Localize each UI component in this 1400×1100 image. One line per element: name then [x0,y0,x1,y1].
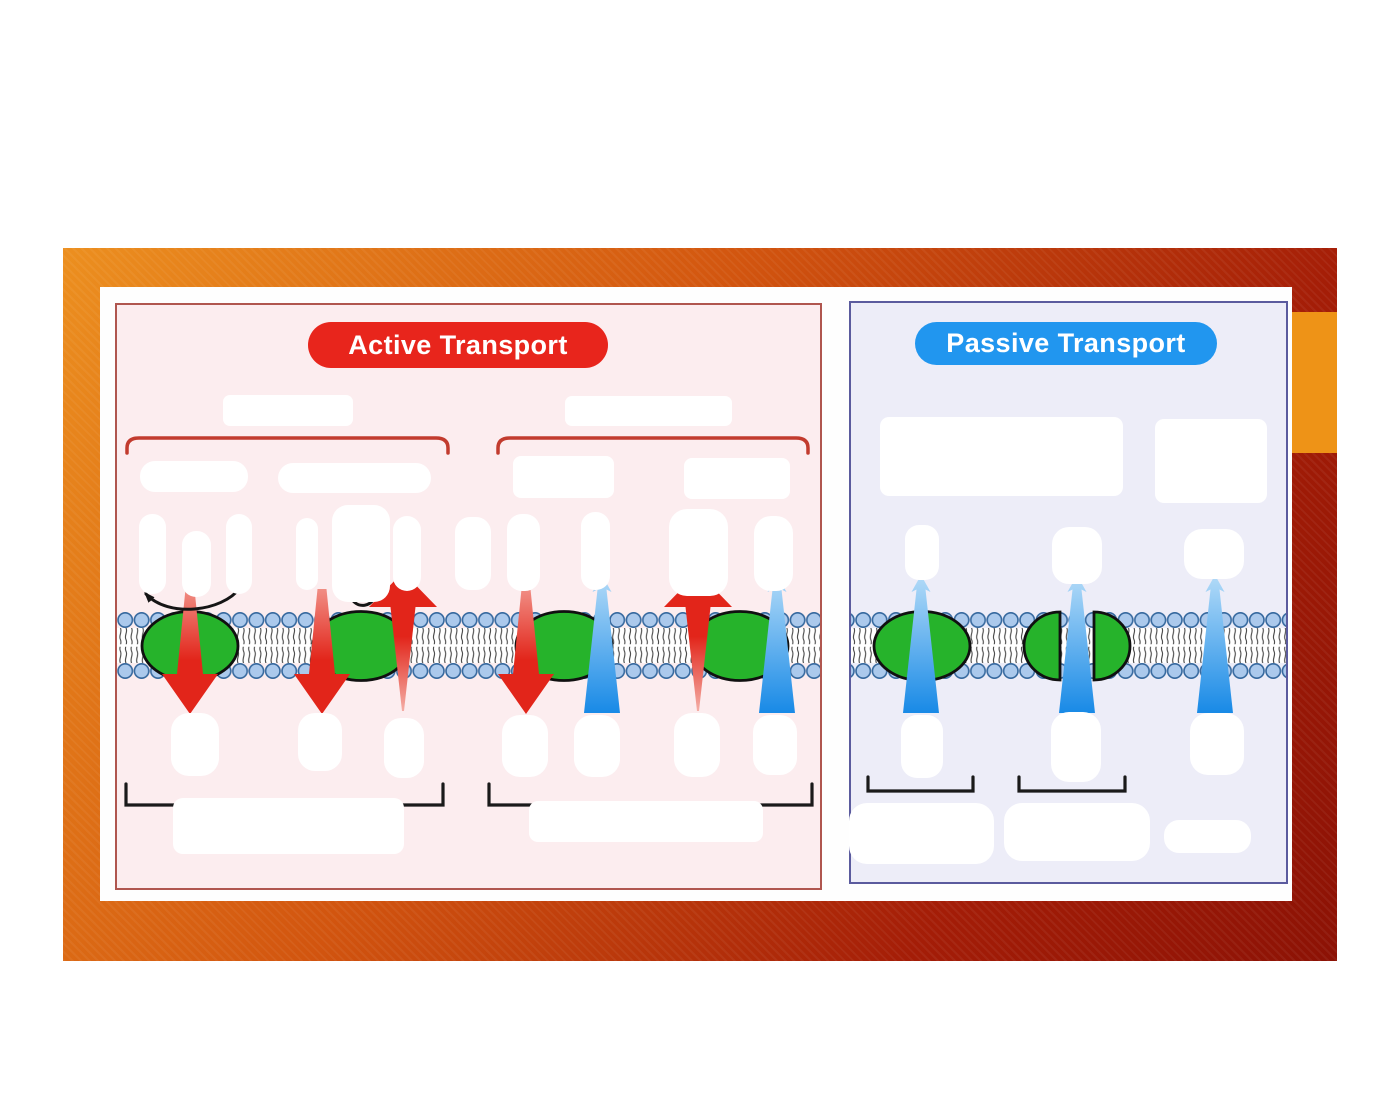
active-transport-box [115,303,822,890]
passive-transport-box [849,301,1288,884]
active-transport-title: Active Transport [308,322,608,368]
slide-side-tab [1292,312,1337,453]
passive-transport-title: Passive Transport [915,322,1217,365]
passive-transport-title-label: Passive Transport [946,328,1186,358]
active-transport-title-label: Active Transport [348,329,568,360]
